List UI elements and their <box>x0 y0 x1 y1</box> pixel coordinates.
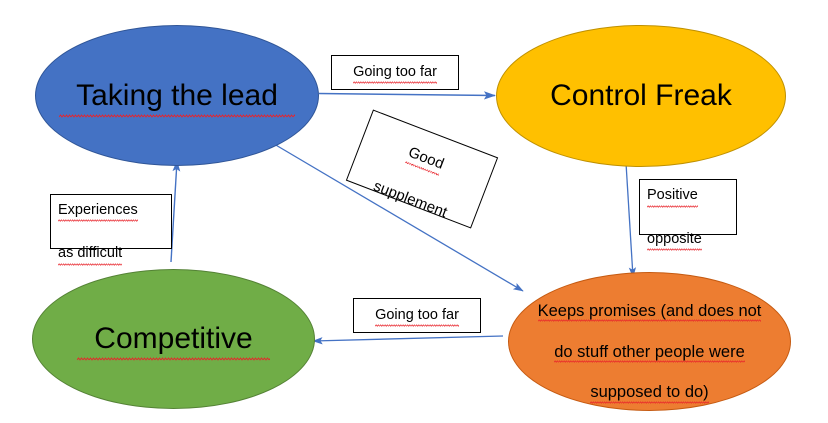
node-taking-the-lead[interactable]: Taking the lead <box>35 25 319 166</box>
edge-label-good-supplement-line-2: supplement <box>371 177 450 221</box>
edge-label-positive-opposite-line-2: opposite <box>647 229 702 251</box>
arrow-control-freak-to-keeps-promises <box>625 162 637 278</box>
node-competitive[interactable]: Competitive <box>32 269 315 409</box>
node-control-freak[interactable]: Control Freak <box>496 25 786 167</box>
node-keeps-promises-line-1: Keeps promises (and does not <box>537 301 762 323</box>
arrow-keeps-promises-to-competitive <box>312 335 504 345</box>
edge-label-positive-opposite-text: Positive opposite <box>640 164 709 251</box>
node-keeps-promises[interactable]: Keeps promises (and does not do stuff ot… <box>508 272 791 411</box>
node-keeps-promises-line-3: supposed to do) <box>590 383 710 405</box>
edge-label-positive-opposite[interactable]: Positive opposite <box>639 179 737 251</box>
edge-label-experiences-as-difficult-line-1: Experiences <box>58 200 138 222</box>
edge-label-good-supplement[interactable]: Good supplement <box>345 109 499 229</box>
edge-label-experiences-as-difficult-line-2: as difficult <box>58 243 123 266</box>
edge-label-experiences-as-difficult[interactable]: Experiences as difficult <box>50 194 172 266</box>
edge-label-experiences-as-difficult-text: Experiences as difficult <box>51 178 145 266</box>
edge-label-going-too-far-bottom[interactable]: Going too far <box>353 298 481 333</box>
edge-label-positive-opposite-line-1: Positive <box>647 185 698 208</box>
node-keeps-promises-label: Keeps promises (and does not do stuff ot… <box>521 280 779 405</box>
node-taking-the-lead-label: Taking the lead <box>59 77 295 118</box>
edge-label-good-supplement-line-1: Good <box>405 142 447 175</box>
node-competitive-label: Competitive <box>77 320 270 362</box>
edge-label-going-too-far-bottom-text: Going too far <box>375 305 459 327</box>
node-control-freak-label: Control Freak <box>550 79 732 113</box>
edge-label-good-supplement-text: Good supplement <box>370 114 474 223</box>
node-keeps-promises-line-2: do stuff other people were <box>554 342 745 364</box>
arrow-taking-the-lead-to-control-freak <box>318 91 496 100</box>
edge-label-going-too-far-top-text: Going too far <box>353 62 437 84</box>
edge-label-going-too-far-top[interactable]: Going too far <box>331 55 459 90</box>
